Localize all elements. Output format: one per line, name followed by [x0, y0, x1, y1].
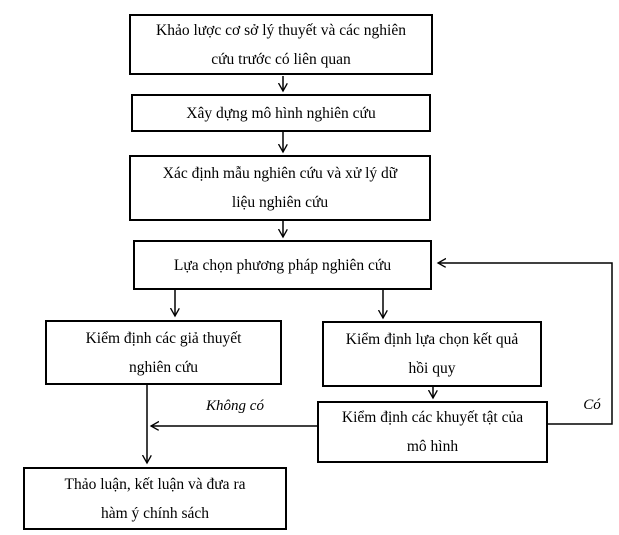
node-test-model-defects-line2: mô hình — [406, 438, 459, 455]
node-sample-data-line1: Xác định mẫu nghiên cứu và xử lý dữ — [162, 165, 398, 182]
node-test-regression-choice-line2: hồi quy — [408, 360, 456, 377]
node-test-hypotheses-line2: nghiên cứu — [128, 358, 199, 376]
node-discussion-conclusion-line2: hàm ý chính sách — [100, 504, 210, 522]
node-test-regression-choice: Kiểm định lựa chọn kết quả hồi quy — [322, 321, 542, 387]
node-test-model-defects-line1: Kiểm định các khuyết tật của — [341, 409, 524, 426]
node-test-regression-choice-line1: Kiểm định lựa chọn kết quả — [345, 331, 519, 348]
node-sample-data: Xác định mẫu nghiên cứu và xử lý dữ liệu… — [129, 155, 431, 221]
edge-defects-yes-feedback — [438, 263, 613, 425]
node-build-model: Xây dựng mô hình nghiên cứu — [131, 94, 431, 132]
node-test-model-defects: Kiểm định các khuyết tật của mô hình — [317, 401, 548, 463]
node-choose-method-line1: Lựa chọn phương pháp nghiên cứu — [173, 256, 392, 274]
node-discussion-conclusion: Thảo luận, kết luận và đưa ra hàm ý chín… — [23, 467, 287, 530]
node-literature-review-line2: cứu trước có liên quan — [211, 50, 351, 68]
node-test-hypotheses-line1: Kiểm định các giả thuyết — [85, 329, 242, 347]
node-literature-review-line1: Khảo lược cơ sở lý thuyết và các nghiên — [156, 21, 406, 39]
edge-label-yes: Có — [583, 397, 601, 413]
node-sample-data-line2: liệu nghiên cứu — [231, 194, 329, 211]
node-choose-method: Lựa chọn phương pháp nghiên cứu — [133, 240, 432, 290]
edge-label-no: Không có — [206, 398, 264, 414]
node-discussion-conclusion-line1: Thảo luận, kết luận và đưa ra — [64, 475, 246, 493]
node-literature-review: Khảo lược cơ sở lý thuyết và các nghiên … — [129, 14, 433, 75]
node-test-hypotheses: Kiểm định các giả thuyết nghiên cứu — [45, 320, 282, 385]
node-build-model-line1: Xây dựng mô hình nghiên cứu — [186, 104, 376, 122]
